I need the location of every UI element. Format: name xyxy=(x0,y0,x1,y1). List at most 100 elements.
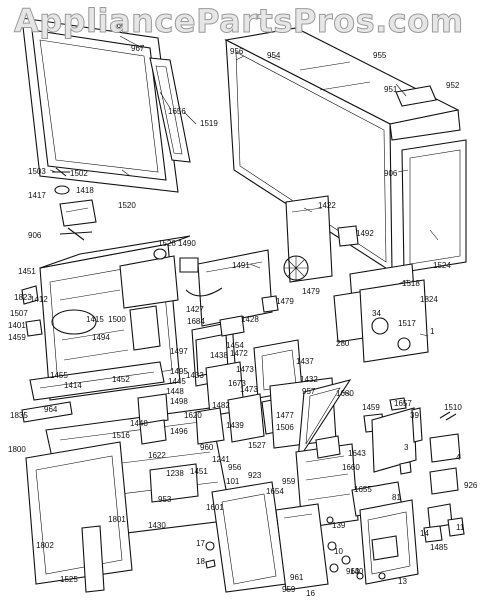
part-label: 1241 xyxy=(212,455,230,464)
part-label: 1801 xyxy=(108,515,126,524)
part-label: 906 xyxy=(384,169,398,178)
part-label: 1428 xyxy=(241,315,259,324)
part-label: 1673 xyxy=(228,379,246,388)
part-label: 1643 xyxy=(348,449,366,458)
part-label: 1238 xyxy=(166,469,184,478)
part-label: 959 xyxy=(282,477,296,486)
part-label: 1506 xyxy=(276,423,294,432)
part-label: 1459 xyxy=(362,403,380,412)
part-label: 140 xyxy=(350,567,364,576)
part-label: 1454 xyxy=(226,341,244,350)
part-label: 1517 xyxy=(398,319,416,328)
part-label: 1823 xyxy=(14,293,32,302)
part-label: 956 xyxy=(230,47,244,56)
part-label: 101 xyxy=(226,477,240,486)
part-label: 1502 xyxy=(70,169,88,178)
part-label: 1525 xyxy=(60,575,78,584)
part-label: 1485 xyxy=(430,543,448,552)
part-label: 1622 xyxy=(148,451,166,460)
part-label: 966 xyxy=(112,21,126,30)
part-label: 1472 xyxy=(230,349,248,358)
part-label: 953 xyxy=(158,495,172,504)
part-label: 3 xyxy=(404,443,409,452)
part-label: 1516 xyxy=(112,431,130,440)
part-label: 1507 xyxy=(10,309,28,318)
part-label: 1491 xyxy=(232,261,250,270)
part-label: 1473 xyxy=(240,385,258,394)
part-label: 1445 xyxy=(168,377,186,386)
part-label: 16 xyxy=(306,589,315,598)
part-label: 1418 xyxy=(76,186,94,195)
part-label: 1657 xyxy=(394,399,412,408)
part-label: 1432 xyxy=(300,375,318,384)
part-label: 923 xyxy=(248,471,262,480)
part-label: 1417 xyxy=(28,191,46,200)
part-label: 1427 xyxy=(186,305,204,314)
part-label: 34 xyxy=(372,309,381,318)
part-label: 18 xyxy=(196,557,205,566)
part-label: 955 xyxy=(373,51,387,60)
part-label: 967 xyxy=(131,44,145,53)
part-label: 1448 xyxy=(130,419,148,428)
part-label: 1479 xyxy=(302,287,320,296)
part-label: 1430 xyxy=(148,521,166,530)
part-label: 1451 xyxy=(190,467,208,476)
part-label: 1660 xyxy=(342,463,360,472)
part-label: 1415 xyxy=(86,315,104,324)
part-label: 1500 xyxy=(108,315,126,324)
part-label: 1422 xyxy=(318,201,336,210)
part-label: 956 xyxy=(228,463,242,472)
part-label: 1439 xyxy=(226,421,244,430)
part-label: 961 xyxy=(290,573,304,582)
part-label: 1438 xyxy=(210,351,228,360)
part-label: 1490 xyxy=(178,239,196,248)
part-label: 1518 xyxy=(402,279,420,288)
part-label: 960 xyxy=(200,443,214,452)
part-label: 906 xyxy=(28,231,42,240)
part-label: 1477 xyxy=(276,411,294,420)
part-label: 951 xyxy=(384,85,398,94)
oven-door xyxy=(25,441,133,593)
part-label: 1802 xyxy=(36,541,54,550)
control-panel xyxy=(211,435,419,593)
part-label: 959 xyxy=(282,585,296,594)
part-label: 952 xyxy=(446,81,460,90)
part-label: 1503 xyxy=(28,167,46,176)
part-label: 1520 xyxy=(118,201,136,210)
part-label: 1492 xyxy=(356,229,374,238)
part-label: 17 xyxy=(196,539,205,548)
part-label: 1 xyxy=(430,327,435,336)
watermark-logo: AppliancePartsPros.com xyxy=(14,2,464,41)
part-label: 4 xyxy=(456,453,461,462)
part-label: 1655 xyxy=(354,485,372,494)
part-label: 39 xyxy=(410,411,419,420)
part-label: 13 xyxy=(398,577,407,586)
part-label: 1448 xyxy=(166,387,184,396)
part-label: 1495 xyxy=(170,367,188,376)
part-label: 1510 xyxy=(444,403,462,412)
part-label: 1459 xyxy=(8,333,26,342)
part-label: 1451 xyxy=(18,267,36,276)
part-label: 957 xyxy=(302,387,316,396)
part-label: 11 xyxy=(456,523,465,532)
part-label: 1835 xyxy=(10,411,28,420)
part-label: 926 xyxy=(464,481,478,490)
part-label: 14 xyxy=(420,529,429,538)
part-label: 139 xyxy=(332,521,346,530)
part-label: 1414 xyxy=(64,381,82,390)
part-label: 1524 xyxy=(433,261,451,270)
front-frame xyxy=(21,17,191,193)
part-label: 963 xyxy=(346,567,360,576)
leader-lines xyxy=(49,35,439,397)
part-label: 1684 xyxy=(187,317,205,326)
part-label: 1496 xyxy=(170,427,188,436)
part-label: 1401 xyxy=(8,321,26,330)
part-label: 1620 xyxy=(184,411,202,420)
small-parts-upper xyxy=(52,167,97,241)
part-label: 1473 xyxy=(236,365,254,374)
center-components xyxy=(137,248,337,449)
part-label: 1497 xyxy=(170,347,188,356)
part-label: 1601 xyxy=(206,503,224,512)
